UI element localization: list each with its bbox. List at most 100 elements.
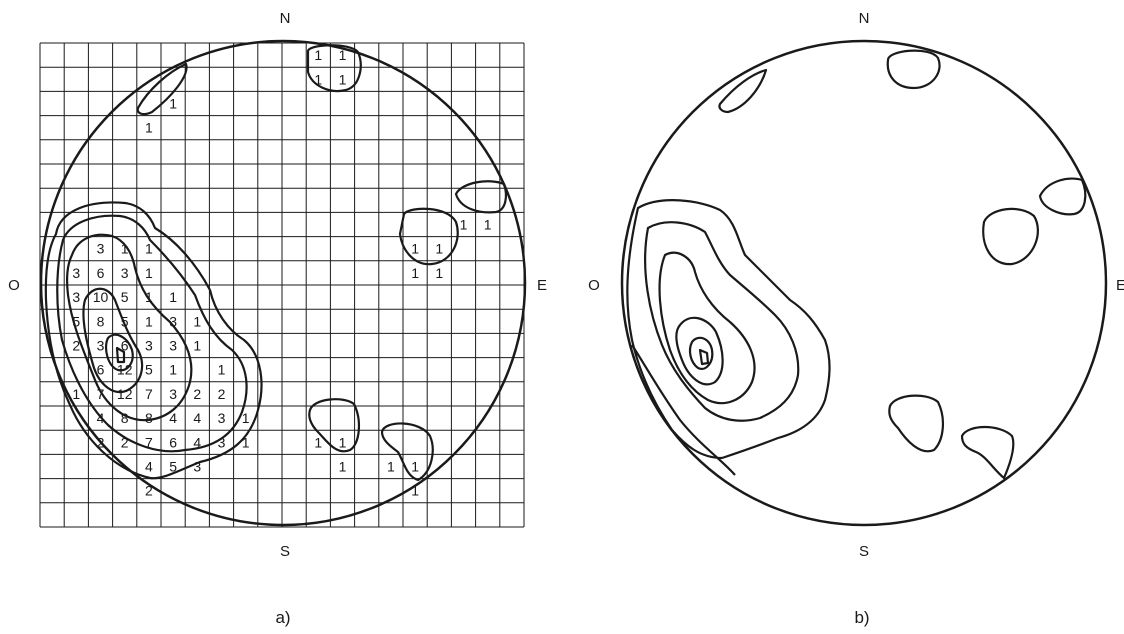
- grid-count: 3: [97, 338, 105, 354]
- north-label-a: N: [280, 10, 291, 27]
- grid-count: 12: [117, 386, 133, 402]
- grid-count: 2: [145, 483, 153, 499]
- grid-count: 10: [93, 289, 109, 305]
- grid-count: 5: [169, 459, 177, 475]
- grid-count: 8: [121, 410, 129, 426]
- contour-a-east-cluster: [398, 207, 459, 266]
- grid-count: 1: [242, 410, 250, 426]
- grid-count: 5: [121, 313, 129, 329]
- grid-count: 3: [145, 338, 153, 354]
- grid-count: 2: [218, 386, 226, 402]
- grid-count: 5: [145, 362, 153, 378]
- grid-count: 1: [193, 313, 201, 329]
- grid-count: 1: [169, 289, 177, 305]
- contour-lines-a: [44, 44, 507, 482]
- grid-count: 5: [121, 289, 129, 305]
- caption-b: b): [854, 608, 869, 627]
- contour-b-level-5: [688, 336, 714, 370]
- grid-count: 1: [193, 338, 201, 354]
- grid-count: 1: [145, 313, 153, 329]
- contour-lines-b: [626, 49, 1087, 480]
- grid-count: 1: [339, 434, 347, 450]
- contour-b-se-cluster: [960, 425, 1015, 480]
- contour-a-peak: [115, 346, 126, 364]
- contour-a-se-cluster: [380, 422, 434, 482]
- grid-count: 1: [435, 241, 443, 257]
- grid-count: 1: [218, 362, 226, 378]
- grid-count: 7: [145, 434, 153, 450]
- counting-grid: [39, 42, 525, 528]
- grid-count: 12: [117, 362, 133, 378]
- contour-a-nw-cluster: [136, 62, 188, 116]
- contour-b-level-3: [658, 251, 756, 405]
- contour-a-level-3: [65, 233, 193, 422]
- grid-count: 1: [121, 241, 129, 257]
- grid-count: 1: [460, 217, 468, 233]
- east-label-b: E: [1116, 277, 1124, 294]
- caption-a: a): [275, 608, 290, 627]
- west-label-a: O: [8, 277, 20, 294]
- grid-count: 1: [145, 289, 153, 305]
- grid-count: 4: [97, 410, 105, 426]
- grid-count: 2: [193, 386, 201, 402]
- grid-count: 3: [218, 410, 226, 426]
- contour-b-south-cluster: [888, 394, 944, 453]
- stereonet-circle-a: [39, 39, 527, 527]
- contour-a-level-4: [82, 287, 144, 394]
- grid-count: 2: [121, 434, 129, 450]
- grid-count: 1: [314, 434, 322, 450]
- grid-count: 1: [72, 386, 80, 402]
- grid-count: 1: [411, 483, 419, 499]
- east-label-a: E: [537, 277, 547, 294]
- grid-count: 1: [339, 47, 347, 63]
- grid-count: 1: [169, 362, 177, 378]
- grid-count: 3: [169, 338, 177, 354]
- grid-count: 3: [97, 241, 105, 257]
- grid-count: 2: [97, 434, 105, 450]
- contour-a-north-cluster: [306, 44, 362, 93]
- grid-count: 1: [314, 71, 322, 87]
- grid-count: 1: [435, 265, 443, 281]
- grid-count: 1: [145, 265, 153, 281]
- grid-count: 6: [97, 265, 105, 281]
- contour-b-east-cluster: [982, 207, 1039, 266]
- contour-a-south-cluster: [308, 398, 360, 453]
- north-label-b: N: [859, 10, 870, 27]
- grid-count: 6: [121, 338, 129, 354]
- contour-b-nw-cluster: [718, 68, 768, 114]
- grid-count: 6: [97, 362, 105, 378]
- grid-count: 3: [193, 459, 201, 475]
- grid-count: 1: [411, 265, 419, 281]
- grid-count: 1: [339, 71, 347, 87]
- grid-count: 1: [145, 120, 153, 136]
- contour-b-peak: [698, 348, 710, 366]
- grid-count: 1: [169, 96, 177, 112]
- contour-b-level-1: [626, 199, 831, 460]
- grid-count: 4: [193, 434, 201, 450]
- contour-b-level-4: [675, 316, 724, 386]
- contour-a-level-1: [44, 201, 263, 480]
- stereonet-circle-b: [620, 39, 1108, 527]
- contour-b-level-2: [644, 221, 800, 422]
- grid-count: 8: [145, 410, 153, 426]
- grid-count: 2: [72, 338, 80, 354]
- contour-b-ne-cluster: [1038, 177, 1087, 216]
- south-label-b: S: [859, 543, 869, 560]
- contour-b-north-cluster: [886, 49, 941, 90]
- grid-count: 1: [145, 241, 153, 257]
- grid-count: 1: [339, 459, 347, 475]
- grid-count: 7: [97, 386, 105, 402]
- grid-count: 3: [72, 289, 80, 305]
- grid-count: 8: [97, 313, 105, 329]
- grid-count: 3: [218, 434, 226, 450]
- grid-count: 1: [242, 434, 250, 450]
- grid-count: 4: [145, 459, 153, 475]
- grid-count: 3: [72, 265, 80, 281]
- grid-count: 4: [169, 410, 177, 426]
- contour-b-border-cluster: [631, 344, 736, 476]
- grid-count: 1: [314, 47, 322, 63]
- contour-a-level-5: [104, 333, 134, 372]
